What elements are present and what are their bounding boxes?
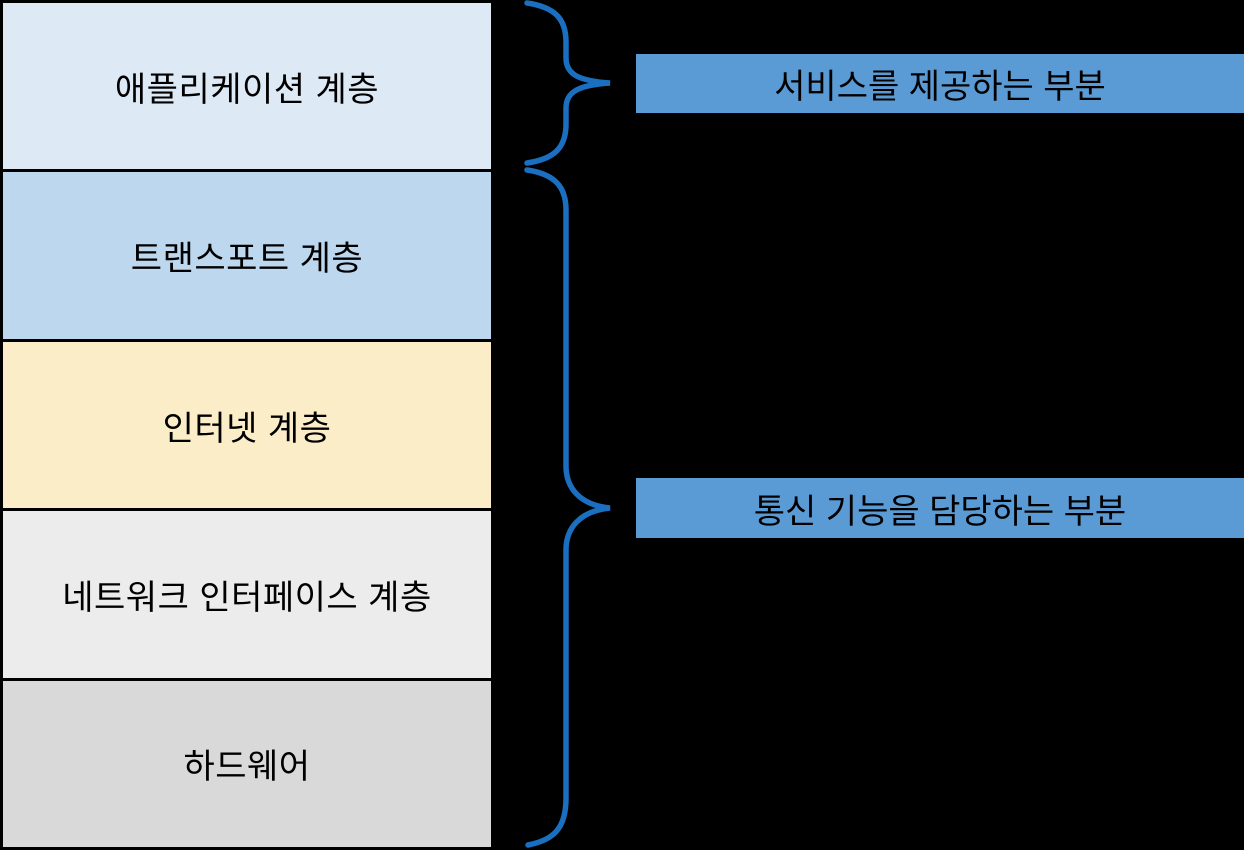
brace-service-icon xyxy=(524,0,611,166)
layer-box-internet: 인터넷 계층 xyxy=(0,338,494,512)
protocol-layer-stack: 애플리케이션 계층 트랜스포트 계층 인터넷 계층 네트워크 인터페이스 계층 … xyxy=(0,0,494,850)
service-annotation-label: 서비스를 제공하는 부분 xyxy=(774,68,1106,106)
braces-graphic xyxy=(524,0,611,848)
service-annotation-bar: 서비스를 제공하는 부분 xyxy=(636,54,1244,113)
communication-annotation-label: 통신 기능을 담당하는 부분 xyxy=(753,492,1127,531)
layer-box-application: 애플리케이션 계층 xyxy=(0,0,494,173)
layer-box-network-interface: 네트워크 인터페이스 계층 xyxy=(0,508,494,681)
layer-box-hardware: 하드웨어 xyxy=(0,677,494,850)
communication-annotation-bar: 통신 기능을 담당하는 부분 xyxy=(636,478,1244,538)
brace-communication-icon xyxy=(524,167,611,848)
layer-box-transport: 트랜스포트 계층 xyxy=(0,169,494,342)
